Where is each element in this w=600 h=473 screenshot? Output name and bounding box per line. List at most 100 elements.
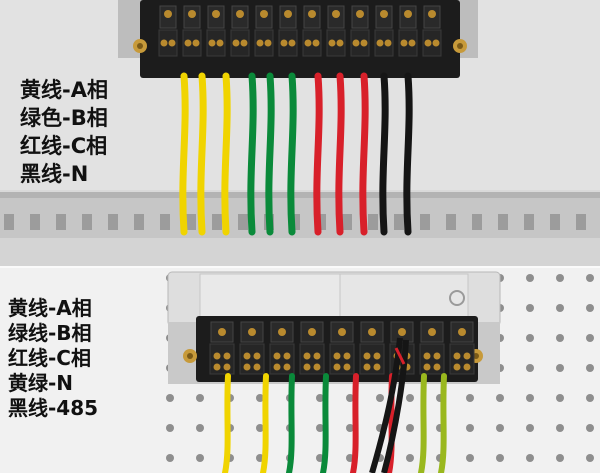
- screw-terminal-icon: [453, 363, 461, 371]
- screw-terminal-icon: [432, 39, 440, 47]
- screw-terminal-icon: [384, 39, 392, 47]
- legend-line: 黄线-A相: [20, 78, 108, 102]
- photo-divider: [0, 266, 600, 269]
- screw-terminal-icon: [223, 363, 231, 371]
- yellow-wire: [260, 373, 269, 473]
- screw-terminal-icon: [424, 39, 432, 47]
- screw-terminal-icon: [423, 363, 431, 371]
- screw-terminal-icon: [304, 39, 312, 47]
- legend-line: 绿线-B相: [8, 321, 92, 345]
- trough-slots: [4, 214, 586, 230]
- yellow_green-wire: [438, 373, 447, 473]
- green-wire: [286, 373, 295, 473]
- top-photo-illustration: [0, 0, 600, 238]
- screw-terminal-icon: [232, 39, 240, 47]
- mounting-screw-icon: [133, 39, 467, 53]
- screw-terminal-icon: [223, 352, 231, 360]
- yellow-wire: [222, 373, 231, 473]
- screw-terminal-icon: [218, 328, 226, 336]
- screw-terminal-icon: [408, 39, 416, 47]
- screw-terminal-icon: [313, 352, 321, 360]
- screw-terminal-icon: [308, 10, 316, 18]
- green-wire: [320, 373, 329, 473]
- screw-terminal-icon: [433, 363, 441, 371]
- green-wire: [247, 72, 257, 236]
- legend-line: 黑线-N: [20, 162, 89, 186]
- red-wire: [335, 72, 345, 236]
- legend-line: 黑线-485: [8, 396, 99, 420]
- screw-terminal-icon: [264, 39, 272, 47]
- screw-terminal-icon: [160, 39, 168, 47]
- screw-terminal-icon: [192, 39, 200, 47]
- screw-terminal-icon: [164, 10, 172, 18]
- screw-terminal-icon: [253, 352, 261, 360]
- bottom-photo: 黄线-A相 绿线-B相 红线-C相 黄绿-N 黑线-485: [0, 268, 600, 473]
- screw-terminal-icon: [283, 352, 291, 360]
- screw-terminal-icon: [278, 328, 286, 336]
- screw-terminal-icon: [280, 39, 288, 47]
- screw-terminal-row: [158, 5, 442, 57]
- yellow-wire: [179, 72, 189, 236]
- screw-terminal-icon: [213, 363, 221, 371]
- screw-terminal-icon: [343, 363, 351, 371]
- screw-terminal-icon: [363, 363, 371, 371]
- screw-terminal-icon: [240, 39, 248, 47]
- screw-terminal-icon: [343, 352, 351, 360]
- screw-terminal-icon: [303, 363, 311, 371]
- bottom-wires: [222, 337, 447, 473]
- black-wire: [379, 72, 389, 236]
- screw-terminal-icon: [328, 39, 336, 47]
- screw-terminal-icon: [368, 328, 376, 336]
- screw-terminal-icon: [373, 363, 381, 371]
- screw-terminal-icon: [260, 10, 268, 18]
- screw-terminal-icon: [463, 352, 471, 360]
- screw-terminal-icon: [428, 328, 436, 336]
- top-wires: [179, 72, 413, 236]
- screw-terminal-icon: [312, 39, 320, 47]
- screw-terminal-icon: [458, 328, 466, 336]
- screw-terminal-icon: [332, 10, 340, 18]
- yellow-wire: [221, 72, 231, 236]
- screw-terminal-icon: [253, 363, 261, 371]
- screw-terminal-icon: [168, 39, 176, 47]
- screw-terminal-icon: [216, 39, 224, 47]
- legend-line: 黄绿-N: [8, 371, 74, 395]
- screw-terminal-row: [209, 321, 475, 375]
- screw-terminal-icon: [363, 352, 371, 360]
- screw-terminal-icon: [398, 328, 406, 336]
- screw-terminal-icon: [400, 39, 408, 47]
- black-wire: [403, 72, 413, 236]
- screw-terminal-icon: [208, 39, 216, 47]
- screw-terminal-icon: [288, 39, 296, 47]
- screw-terminal-icon: [428, 10, 436, 18]
- yellow-wire: [197, 72, 207, 236]
- green-wire: [287, 72, 297, 236]
- screw-terminal-icon: [256, 39, 264, 47]
- screw-terminal-icon: [453, 352, 461, 360]
- screw-terminal-icon: [184, 39, 192, 47]
- screw-terminal-icon: [333, 363, 341, 371]
- screw-terminal-icon: [188, 10, 196, 18]
- yellow_green-wire: [418, 373, 427, 473]
- red-wire: [350, 373, 359, 473]
- screw-terminal-icon: [433, 352, 441, 360]
- screw-terminal-icon: [273, 352, 281, 360]
- black-wire: [381, 339, 409, 473]
- screw-terminal-icon: [352, 39, 360, 47]
- screw-terminal-icon: [333, 352, 341, 360]
- screw-terminal-icon: [373, 352, 381, 360]
- screw-terminal-icon: [356, 10, 364, 18]
- screw-terminal-icon: [283, 363, 291, 371]
- legend-line: 黄线-A相: [8, 296, 92, 320]
- green-wire: [265, 72, 275, 236]
- red-wire: [313, 72, 323, 236]
- screw-terminal-icon: [313, 363, 321, 371]
- screw-terminal-icon: [308, 328, 316, 336]
- screw-terminal-icon: [360, 39, 368, 47]
- bottom-legend: 黄线-A相 绿线-B相 红线-C相 黄绿-N 黑线-485: [8, 298, 98, 423]
- top-legend: 黄线-A相 绿色-B相 红线-C相 黑线-N: [20, 80, 108, 192]
- screw-terminal-icon: [213, 352, 221, 360]
- bottom-photo-illustration: [0, 268, 600, 473]
- screw-terminal-icon: [248, 328, 256, 336]
